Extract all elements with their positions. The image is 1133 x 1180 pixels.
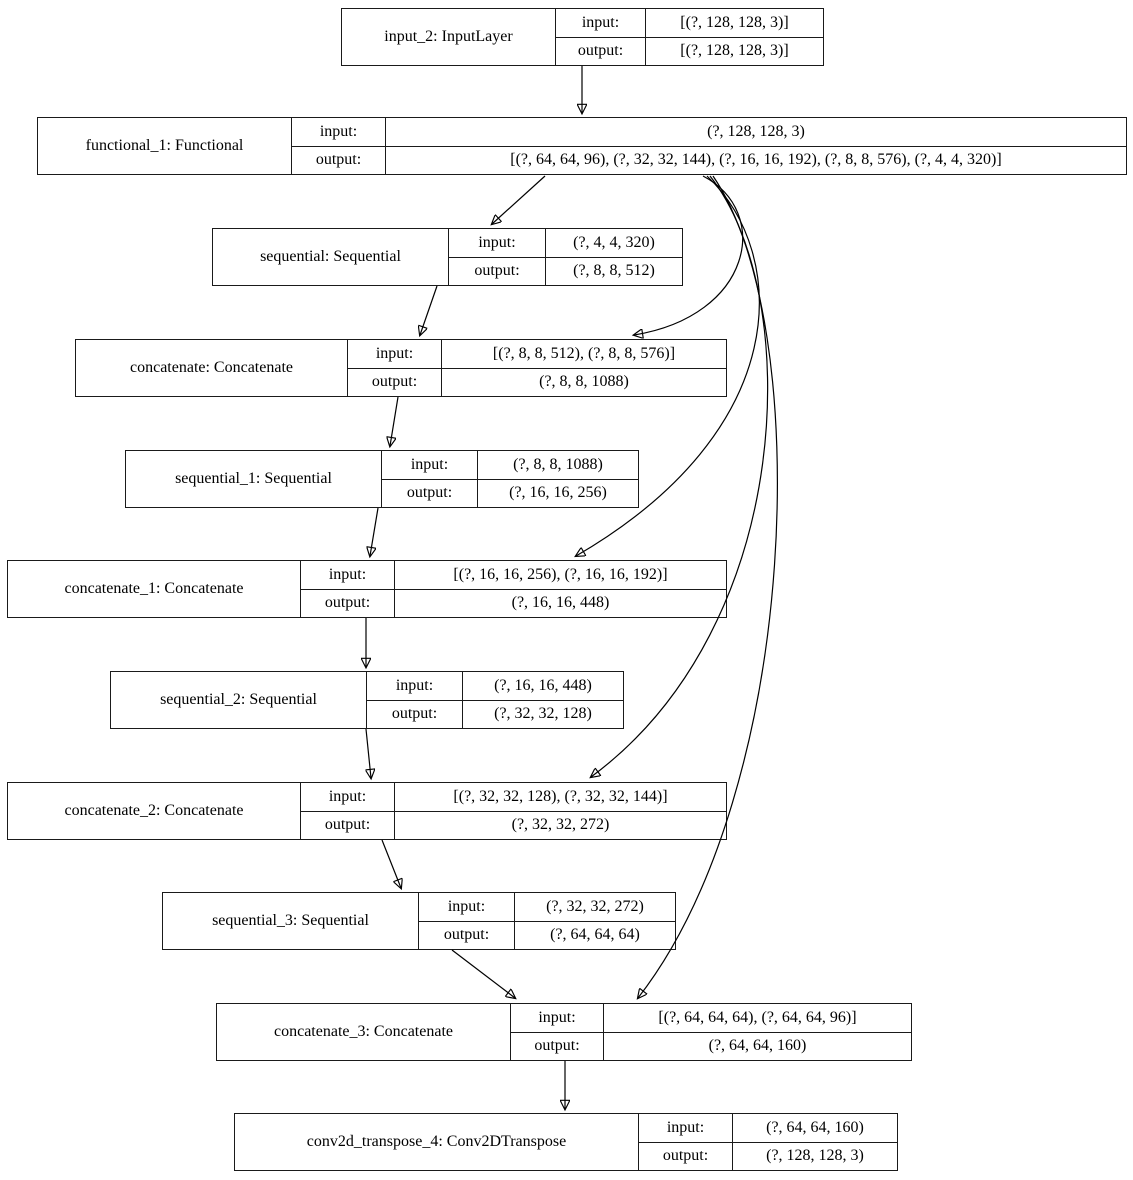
output-label: output: [301, 811, 395, 839]
input-label: input: [449, 229, 546, 257]
input-label: input: [301, 561, 395, 589]
layer-title: conv2d_transpose_4: Conv2DTranspose [235, 1114, 639, 1170]
output-label: output: [367, 700, 463, 728]
output-shape: (?, 16, 16, 256) [509, 484, 607, 502]
layer-title: concatenate_2: Concatenate [8, 783, 301, 839]
output-label: output: [639, 1142, 733, 1170]
input-label: input: [348, 340, 442, 368]
output-label: output: [449, 257, 546, 285]
input-shape: (?, 32, 32, 272) [546, 897, 644, 915]
output-shape: (?, 8, 8, 1088) [539, 373, 629, 391]
output-shape: (?, 32, 32, 128) [494, 705, 592, 723]
layer-title: concatenate_3: Concatenate [217, 1004, 511, 1060]
output-shape: (?, 32, 32, 272) [511, 816, 610, 834]
input-shape: [(?, 128, 128, 3)] [680, 13, 789, 31]
input-label: input: [292, 118, 386, 146]
output-shape: (?, 64, 64, 160) [708, 1037, 807, 1055]
layer-node-concatenate_2: concatenate_2: Concatenate input: [(?, 3… [7, 782, 727, 840]
edge-sequential-to-concatenate [420, 285, 438, 335]
layer-node-input_2: input_2: InputLayer input: [(?, 128, 128… [341, 8, 824, 66]
layer-node-functional_1: functional_1: Functional input: (?, 128,… [37, 117, 1127, 175]
output-label: output: [419, 921, 515, 949]
layer-title: sequential_2: Sequential [111, 672, 367, 728]
input-shape: (?, 16, 16, 448) [494, 676, 592, 694]
input-label: input: [367, 672, 463, 700]
output-label: output: [382, 479, 478, 507]
input-label: input: [301, 783, 395, 811]
input-shape: [(?, 16, 16, 256), (?, 16, 16, 192)] [453, 565, 668, 583]
layer-title: concatenate_1: Concatenate [8, 561, 301, 617]
layer-title: sequential: Sequential [213, 229, 449, 285]
input-label: input: [382, 451, 478, 479]
input-shape: [(?, 8, 8, 512), (?, 8, 8, 576)] [492, 344, 676, 362]
output-shape: (?, 128, 128, 3) [766, 1147, 864, 1165]
layer-node-concatenate_1: concatenate_1: Concatenate input: [(?, 1… [7, 560, 727, 618]
output-shape: (?, 64, 64, 64) [550, 926, 640, 944]
output-shape: [(?, 128, 128, 3)] [680, 42, 789, 60]
output-shape: [(?, 64, 64, 96), (?, 32, 32, 144), (?, … [510, 151, 1002, 169]
input-shape: (?, 128, 128, 3) [707, 122, 805, 140]
input-shape: (?, 8, 8, 1088) [513, 455, 603, 473]
input-shape: (?, 4, 4, 320) [573, 233, 655, 251]
layer-node-sequential_3: sequential_3: Sequential input: (?, 32, … [162, 892, 676, 950]
layer-title: concatenate: Concatenate [76, 340, 348, 396]
edge-sequential_1-to-concatenate_1 [370, 507, 379, 556]
output-label: output: [301, 589, 395, 617]
layer-node-concatenate_3: concatenate_3: Concatenate input: [(?, 6… [216, 1003, 912, 1061]
input-shape: [(?, 64, 64, 64), (?, 64, 64, 96)] [658, 1008, 857, 1026]
input-label: input: [511, 1004, 604, 1032]
edge-concatenate_2-to-sequential_3 [381, 839, 401, 888]
output-label: output: [292, 146, 386, 174]
output-label: output: [556, 37, 646, 65]
layer-node-sequential_1: sequential_1: Sequential input: (?, 8, 8… [125, 450, 639, 508]
input-label: input: [419, 893, 515, 921]
layer-node-conv2d_transpose_4: conv2d_transpose_4: Conv2DTranspose inpu… [234, 1113, 898, 1171]
layer-node-sequential: sequential: Sequential input: (?, 4, 4, … [212, 228, 683, 286]
layer-node-sequential_2: sequential_2: Sequential input: (?, 16, … [110, 671, 624, 729]
layer-title: functional_1: Functional [38, 118, 292, 174]
input-shape: (?, 64, 64, 160) [766, 1118, 864, 1136]
edge-sequential_3-to-concatenate_3 [451, 949, 515, 998]
output-shape: (?, 16, 16, 448) [511, 594, 610, 612]
output-label: output: [348, 368, 442, 396]
input-label: input: [556, 9, 646, 37]
input-label: input: [639, 1114, 733, 1142]
layer-title: sequential_3: Sequential [163, 893, 419, 949]
input-shape: [(?, 32, 32, 128), (?, 32, 32, 144)] [453, 787, 668, 805]
layer-node-concatenate: concatenate: Concatenate input: [(?, 8, … [75, 339, 727, 397]
output-shape: (?, 8, 8, 512) [573, 262, 655, 280]
layer-title: input_2: InputLayer [342, 9, 556, 65]
layer-title: sequential_1: Sequential [126, 451, 382, 507]
edge-functional_1-to-sequential [492, 175, 546, 224]
edge-concatenate-to-sequential_1 [390, 396, 399, 446]
edge-sequential_2-to-concatenate_2 [366, 728, 371, 778]
output-label: output: [511, 1032, 604, 1060]
